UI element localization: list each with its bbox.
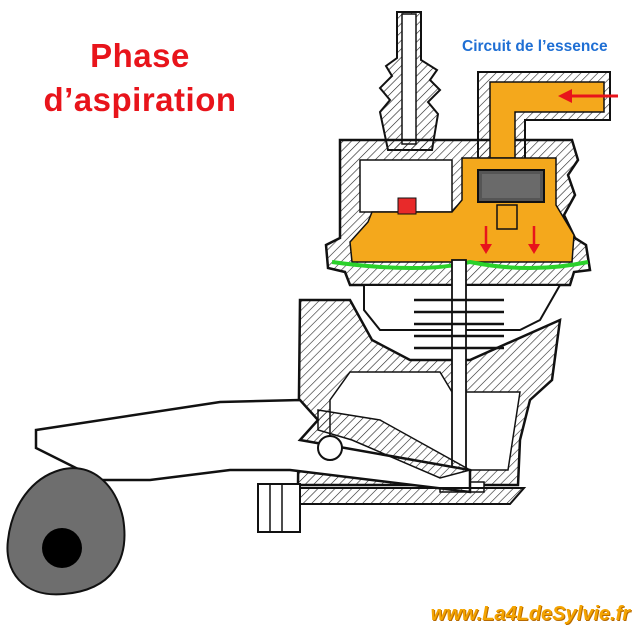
- fuel-chamber: [349, 157, 575, 263]
- page-title: Phase d’aspiration: [20, 34, 260, 122]
- fuel-flow-arrow: [480, 89, 618, 254]
- diaphragm-line: [331, 259, 589, 270]
- site-watermark: www.La4LdeSylvie.fr: [430, 603, 630, 625]
- title-line-1: Phase: [90, 37, 190, 74]
- inlet-tube: [378, 11, 442, 151]
- outlet-elbow: [477, 71, 611, 161]
- title-line-2: d’aspiration: [43, 81, 237, 118]
- fuel-circuit-legend: Circuit de l’essence: [462, 38, 608, 55]
- cam-lobe: [6, 467, 126, 596]
- base-plate: [257, 483, 527, 533]
